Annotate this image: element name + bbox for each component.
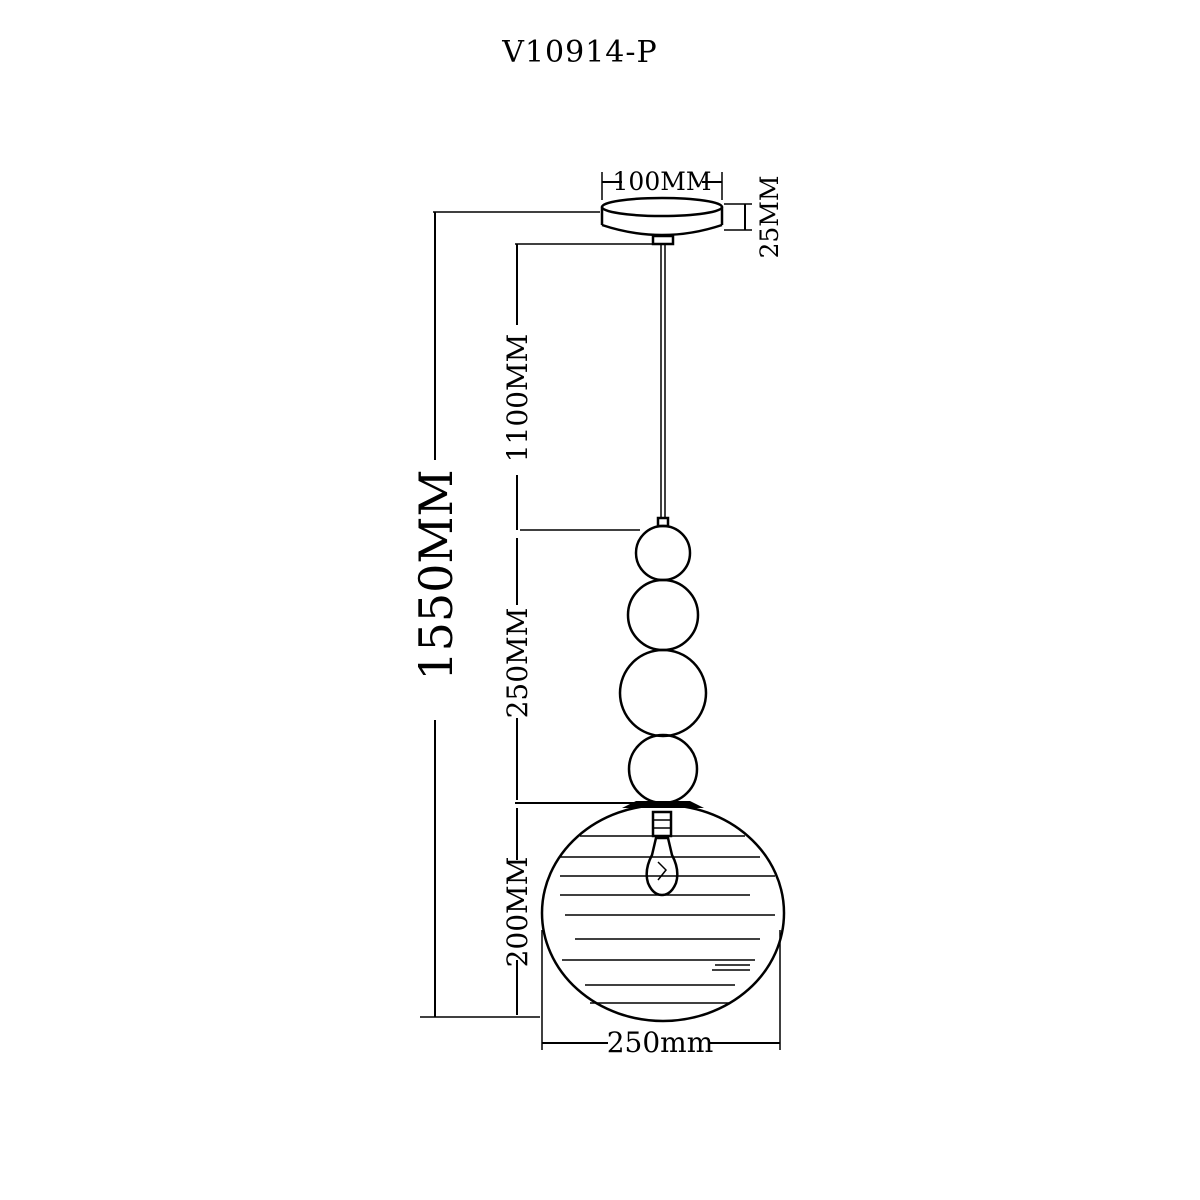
bead-1 [634, 524, 692, 582]
canopy [600, 196, 724, 246]
canopy-width-dimension: 100MM [601, 167, 723, 200]
suspension-cable [656, 244, 670, 528]
cable-length-label: 1100MM [501, 334, 534, 463]
decorative-beads [618, 524, 708, 805]
total-height-label: 1550MM [409, 469, 463, 680]
globe-width-dimension: 250mm [541, 930, 781, 1059]
bead-2 [626, 578, 700, 652]
globe-height-dimension: 200MM [501, 808, 534, 1015]
bulb-icon [645, 810, 679, 897]
total-height-dimension: 1550MM [409, 211, 600, 1018]
canopy-width-label: 100MM [613, 167, 712, 196]
beads-height-dimension: 250MM [501, 538, 534, 800]
globe-width-label: 250mm [607, 1026, 714, 1059]
bead-4 [627, 733, 699, 805]
canopy-height-dimension: 25MM [724, 175, 784, 259]
canopy-height-label: 25MM [755, 175, 784, 258]
model-title: V10914-P [501, 35, 657, 70]
globe-shade [515, 801, 786, 1023]
bead-3 [618, 648, 708, 738]
beads-height-label: 250MM [501, 608, 534, 719]
cable-length-dimension: 1100MM [501, 243, 652, 531]
globe-height-label: 200MM [501, 857, 534, 968]
